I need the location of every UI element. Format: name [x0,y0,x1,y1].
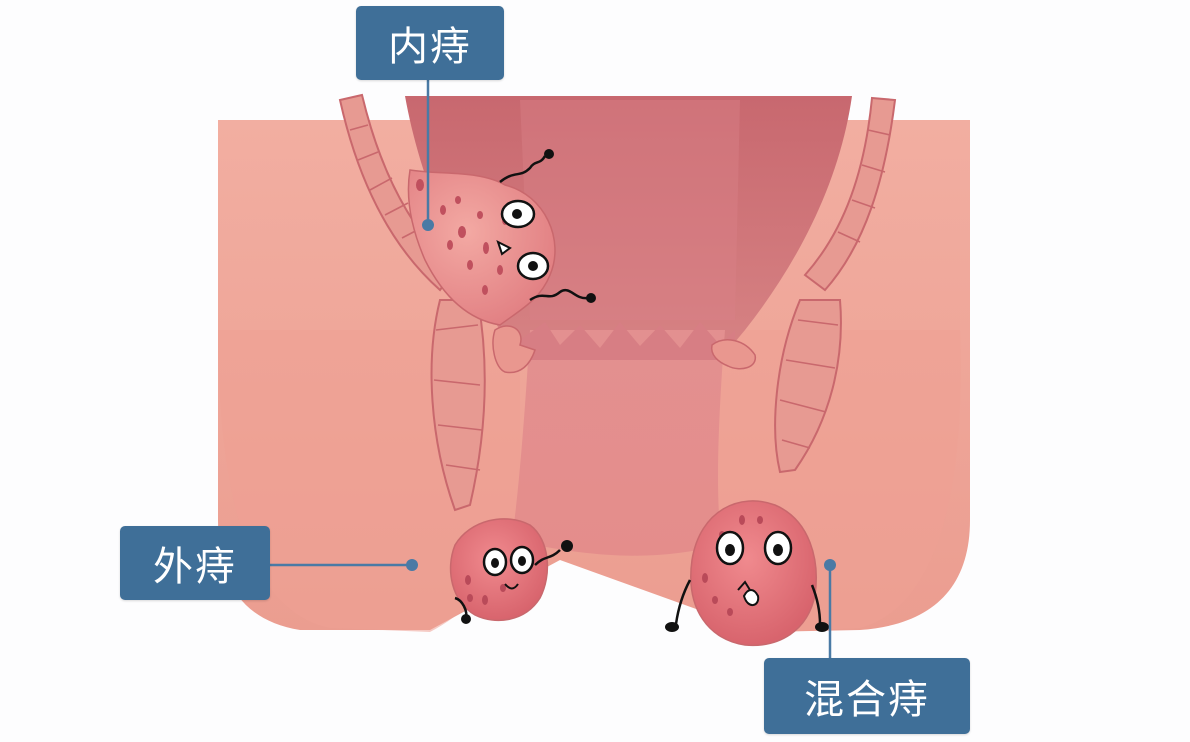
mixed-hemorrhoid-figure [665,500,829,647]
internal-hemorrhoid-figure [407,149,596,326]
left-fold [492,325,536,374]
left-sphincter-lower [430,299,486,512]
external-hemorrhoid-figure [449,518,573,624]
external-leader-dot [406,559,418,571]
label-internal-hemorrhoid: 内痔 [356,6,504,80]
right-fold [710,339,756,370]
label-external-hemorrhoid: 外痔 [120,526,270,600]
dentate-line [520,322,735,360]
right-sphincter-upper [803,96,897,292]
rectum-highlight [520,100,740,320]
right-sphincter-lower [774,299,842,474]
mixed-leader-dot [824,559,836,571]
internal-leader-dot [422,219,434,231]
leader-lines [270,80,832,658]
label-mixed-hemorrhoid: 混合痔 [764,658,970,734]
anal-canal [512,330,725,556]
